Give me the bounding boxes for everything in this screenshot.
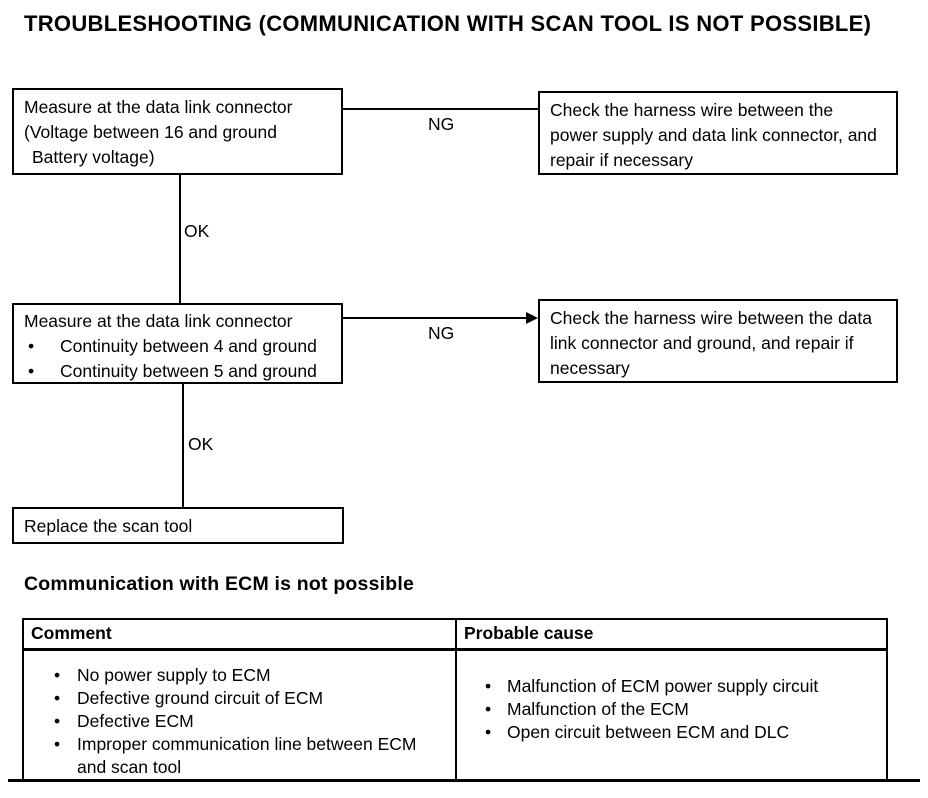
step2-title: Measure at the data link connector — [24, 311, 293, 331]
ok2-label: OK — [188, 434, 214, 454]
step1-line2: (Voltage between 16 and ground — [24, 122, 277, 142]
cause-table-body-row: No power supply to ECMDefective ground c… — [22, 648, 888, 781]
comment-cell: No power supply to ECMDefective ground c… — [22, 648, 457, 781]
list-item: Improper communication line between ECM … — [24, 733, 447, 779]
list-item: Malfunction of the ECM — [457, 698, 857, 721]
list-item: Open circuit between ECM and DLC — [457, 721, 857, 744]
list-item: Malfunction of ECM power supply circuit — [457, 675, 857, 698]
comment-list: No power supply to ECMDefective ground c… — [24, 664, 447, 779]
probable-cause-list: Malfunction of ECM power supply circuitM… — [457, 675, 878, 744]
ng2-label: NG — [428, 323, 455, 343]
ok1-label: OK — [184, 221, 210, 241]
cause-table-header-row: Comment Probable cause — [22, 618, 888, 651]
section-heading: Communication with ECM is not possible — [24, 573, 415, 595]
final-action-box: Replace the scan tool — [12, 507, 344, 544]
list-item: Defective ECM — [24, 710, 447, 733]
probable-cause-cell: Malfunction of ECM power supply circuitM… — [455, 648, 888, 781]
step1-line1: Measure at the data link connector — [24, 97, 293, 117]
list-item: Defective ground circuit of ECM — [24, 687, 447, 710]
list-item: No power supply to ECM — [24, 664, 447, 687]
ng1-connector-line — [343, 108, 538, 110]
page-bottom-rule — [8, 779, 920, 782]
ok2-connector-line — [182, 384, 184, 507]
ng2-action-box: Check the harness wire between the data … — [538, 299, 898, 383]
step2-check-list: Continuity between 4 and groundContinuit… — [24, 334, 331, 384]
ng2-connector-line — [343, 317, 528, 319]
probable-cause-column-header: Probable cause — [455, 618, 888, 651]
comment-column-header: Comment — [22, 618, 457, 651]
cause-table: Comment Probable cause No power supply t… — [22, 618, 888, 781]
list-item: Continuity between 5 and ground — [24, 359, 331, 384]
ng1-label: NG — [428, 114, 455, 134]
flow-step-1-box: Measure at the data link connector (Volt… — [12, 88, 343, 175]
step1-line3: Battery voltage) — [32, 147, 155, 167]
page-title: TROUBLESHOOTING (COMMUNICATION WITH SCAN… — [24, 11, 872, 36]
ng2-arrowhead-icon — [526, 312, 538, 324]
flow-step-2-box: Measure at the data link connector Conti… — [12, 303, 343, 384]
ng1-action-box: Check the harness wire between the power… — [538, 91, 898, 175]
ok1-connector-line — [179, 175, 181, 303]
list-item: Continuity between 4 and ground — [24, 334, 331, 359]
